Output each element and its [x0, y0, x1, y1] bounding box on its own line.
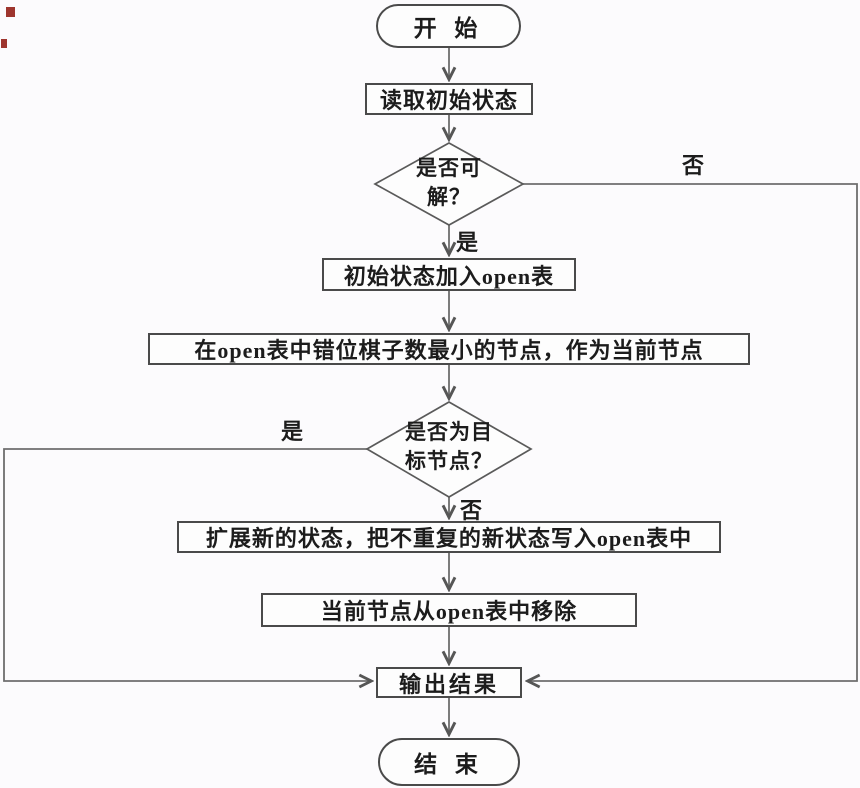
edge-label-yes-target: 是 — [281, 419, 304, 444]
process-remove-current-from-open: 当前节点从open表中移除 — [261, 593, 637, 627]
process-read-initial-state: 读取初始状态 — [365, 83, 533, 115]
decision-target-shape — [365, 401, 533, 498]
edge-target-yes-left-rail — [3, 448, 371, 681]
edge-solvable-no-right-rail — [523, 183, 858, 681]
decision-solvable-text: 是否可 解？ — [389, 150, 509, 216]
edge-label-no-solvable: 否 — [682, 153, 705, 178]
start-terminator: 开 始 — [376, 4, 521, 48]
end-terminator: 结 束 — [378, 738, 520, 786]
process-select-min-misplaced-node: 在open表中错位棋子数最小的节点，作为当前节点 — [148, 333, 750, 365]
red-artifact-mark-2 — [1, 39, 7, 48]
decision-target-line2: 标节点？ — [405, 449, 493, 473]
decision-target-text: 是否为目 标节点？ — [379, 411, 519, 483]
decision-solvable-line1: 是否可 — [416, 156, 482, 180]
process-add-initial-to-open: 初始状态加入open表 — [322, 258, 576, 291]
process-output-result: 输出结果 — [376, 667, 522, 698]
red-artifact-mark-1 — [6, 7, 15, 17]
decision-target-line1: 是否为目 — [405, 420, 493, 444]
edge-label-no-target: 否 — [460, 498, 483, 523]
edge-label-yes-solvable: 是 — [456, 230, 479, 255]
decision-solvable-line2: 解？ — [427, 185, 471, 209]
decision-solvable-shape — [373, 142, 525, 226]
process-expand-new-states: 扩展新的状态，把不重复的新状态写入open表中 — [177, 521, 721, 553]
